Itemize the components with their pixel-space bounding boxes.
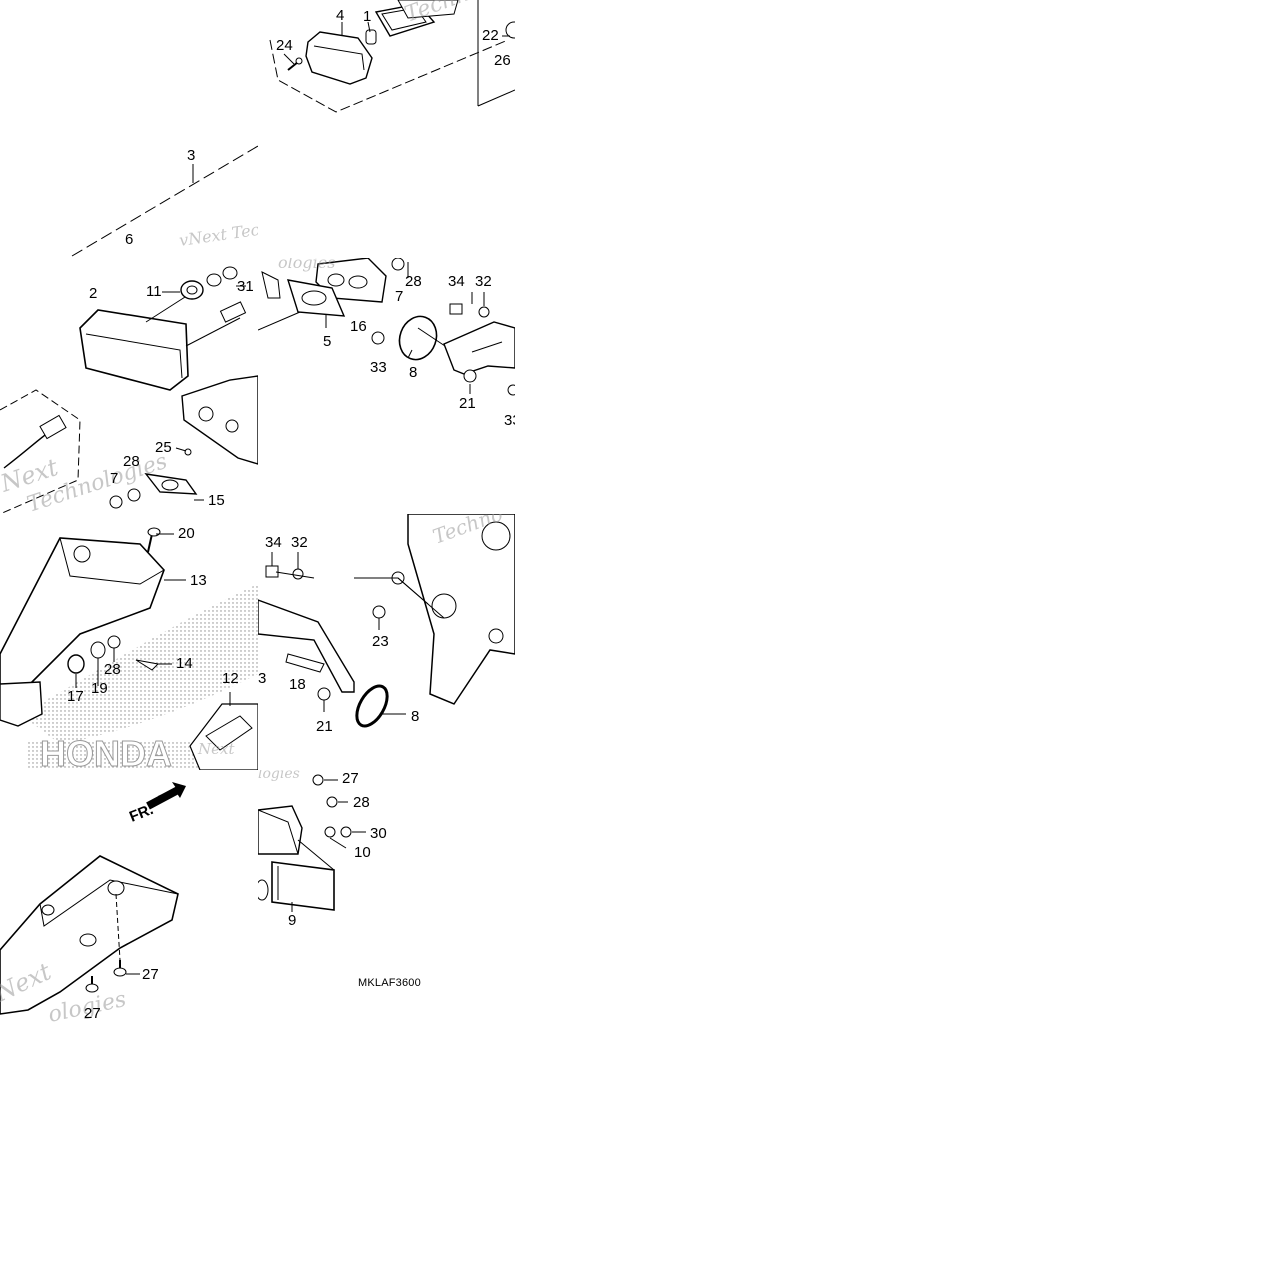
callout-7: 7 [395, 288, 404, 305]
callout-28: 28 [104, 661, 121, 678]
lower-frame-drawing: Next ologies [0, 782, 186, 1028]
diagram-tile-top: Techn 4 1 24 22 26 [258, 0, 515, 128]
callout-19: 19 [91, 680, 108, 697]
callout-28: 28 [123, 453, 140, 470]
callout-14: 14 [176, 655, 193, 672]
callout-12: 12 [222, 670, 239, 687]
svg-text:Techn: Techn [402, 0, 473, 28]
callout-34: 34 [448, 273, 465, 290]
callout-26: 26 [494, 52, 511, 69]
reflector-drawing: logies [258, 770, 366, 912]
rear-fender-drawing: HONDA Next [0, 527, 258, 770]
callout-22: 22 [482, 27, 499, 44]
diagram-tile-taillight: Next Technologies vNext Tec 3 6 2 11 31 … [0, 128, 258, 514]
callout-16: 16 [350, 318, 367, 335]
diagram-code: MKLAF3600 [358, 977, 421, 989]
callout-27b: 27 [84, 1005, 101, 1022]
stay-drawing: Techno [258, 514, 515, 728]
callout-15: 15 [208, 492, 225, 509]
callout-7: 7 [110, 470, 119, 487]
diagram-tile-stay: Techno 34 32 23 18 8 21 3 [258, 514, 515, 770]
callout-4: 4 [336, 7, 345, 24]
callout-17: 17 [67, 688, 84, 705]
callout-28: 28 [405, 273, 422, 290]
callout-3: 3 [258, 670, 267, 687]
callout-23: 23 [372, 633, 389, 650]
callout-11: 11 [146, 283, 162, 300]
callout-21: 21 [459, 395, 476, 412]
svg-text:vNext Tec: vNext Tec [178, 220, 258, 250]
callout-3: 3 [187, 147, 196, 164]
diagram-tile-reflector: logies 27 28 30 10 9 MKLAF3600 [258, 770, 515, 1028]
callout-31: 31 [237, 278, 254, 295]
callout-33: 33 [370, 359, 387, 376]
callout-13: 13 [190, 572, 207, 589]
callout-32: 32 [475, 273, 492, 290]
callout-8: 8 [411, 708, 420, 725]
callout-25: 25 [155, 439, 172, 456]
callout-1: 1 [363, 8, 372, 25]
svg-text:HONDA: HONDA [40, 733, 172, 770]
diagram-tile-rear-fender: HONDA Next 20 13 14 17 19 28 12 [0, 514, 258, 770]
callout-33b: 33 [504, 412, 515, 429]
callout-24: 24 [276, 37, 293, 54]
callout-32: 32 [291, 534, 308, 551]
svg-text:Next: Next [197, 740, 235, 758]
callout-9: 9 [288, 912, 297, 929]
callout-8: 8 [409, 364, 418, 381]
callout-5: 5 [323, 333, 332, 350]
callout-27: 27 [142, 966, 159, 983]
callout-30: 30 [370, 825, 387, 842]
callout-27: 27 [342, 770, 359, 787]
license-lamp-drawing: ologies [258, 258, 515, 396]
taillight-drawing: Next Technologies vNext Tec [0, 145, 258, 514]
diagram-tile-lower-frame: Next ologies FR. 27 27 [0, 770, 258, 1028]
callout-28: 28 [353, 794, 370, 811]
diagram-tile-license-lamp: ologies 28 7 34 32 16 5 33 8 21 33 [258, 258, 515, 514]
callout-18: 18 [289, 676, 306, 693]
callout-6: 6 [125, 231, 134, 248]
callout-10: 10 [354, 844, 371, 861]
callout-34: 34 [265, 534, 282, 551]
tail-housing-drawing: Techn [269, 0, 515, 113]
callout-2: 2 [89, 285, 98, 302]
callout-21: 21 [316, 718, 333, 735]
callout-20: 20 [178, 525, 195, 542]
svg-text:ologies: ologies [278, 258, 335, 272]
svg-text:logies: logies [258, 770, 300, 782]
